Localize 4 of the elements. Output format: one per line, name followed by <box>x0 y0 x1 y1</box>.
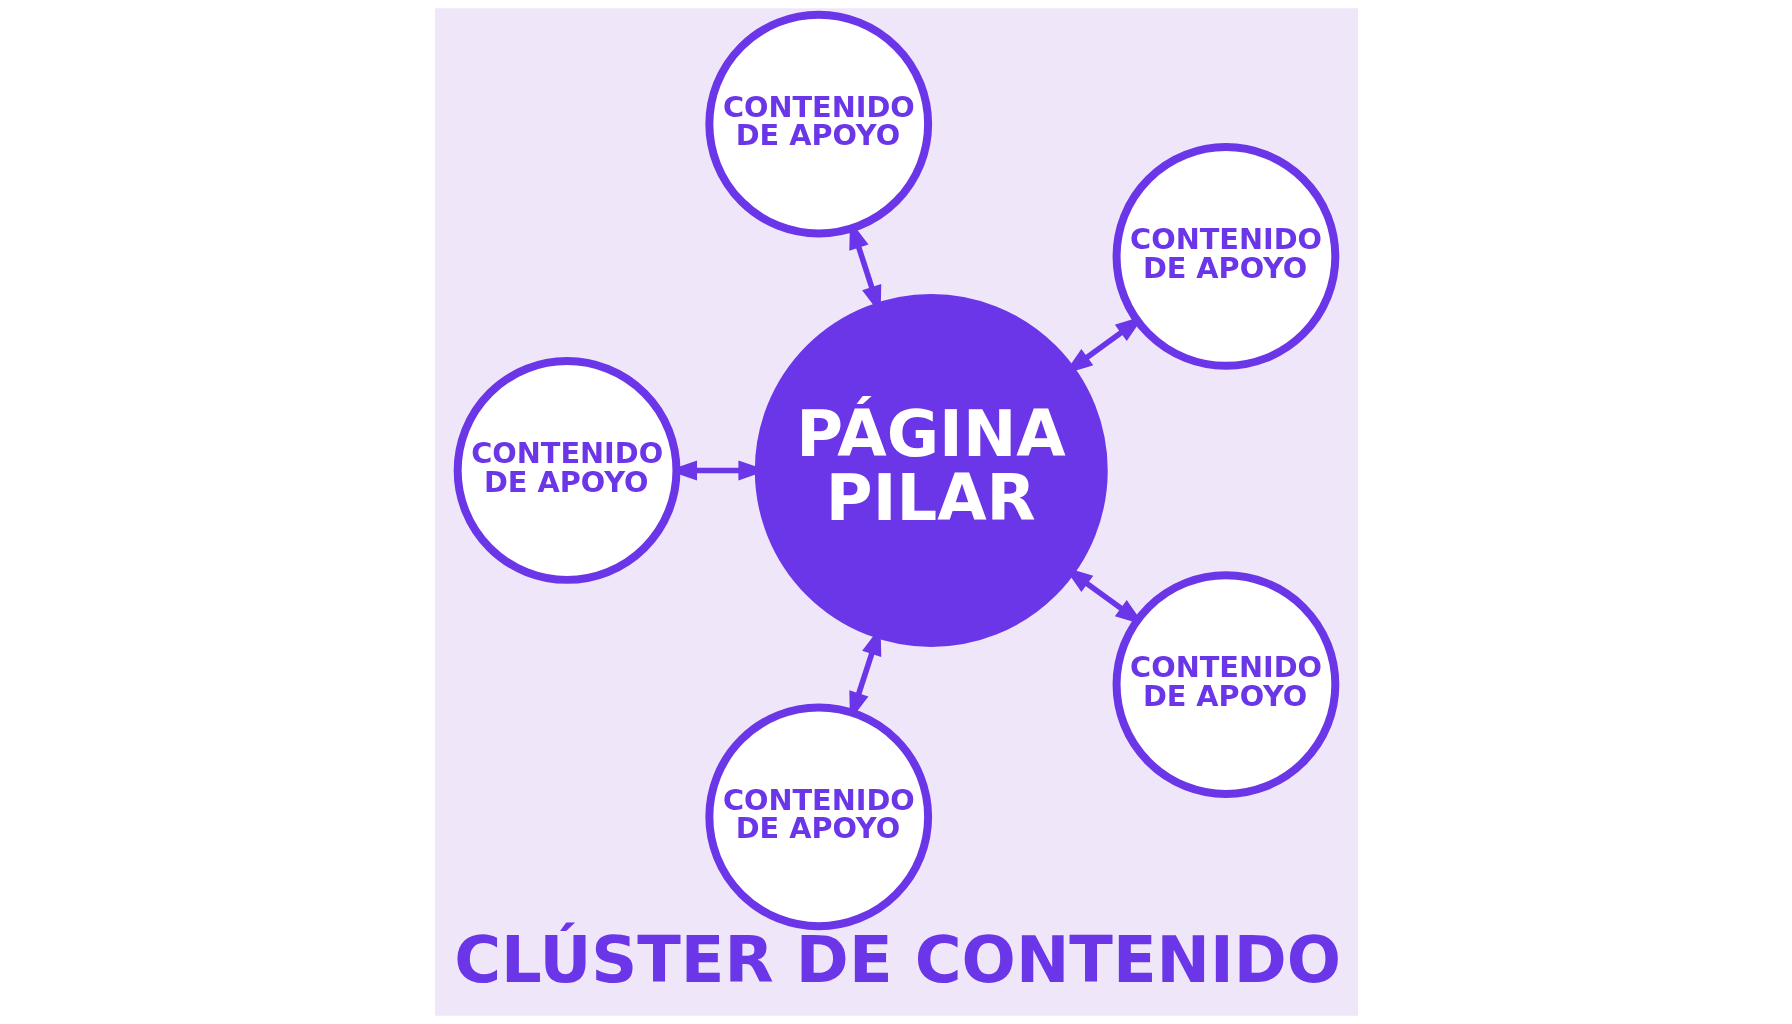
node-circle: CONTENIDO DE APOYO <box>704 10 932 238</box>
node-circle: CONTENIDO DE APOYO <box>704 703 932 931</box>
node-circle: PÁGINA PILAR <box>754 294 1108 647</box>
node-circle: CONTENIDO DE APOYO <box>453 357 680 584</box>
